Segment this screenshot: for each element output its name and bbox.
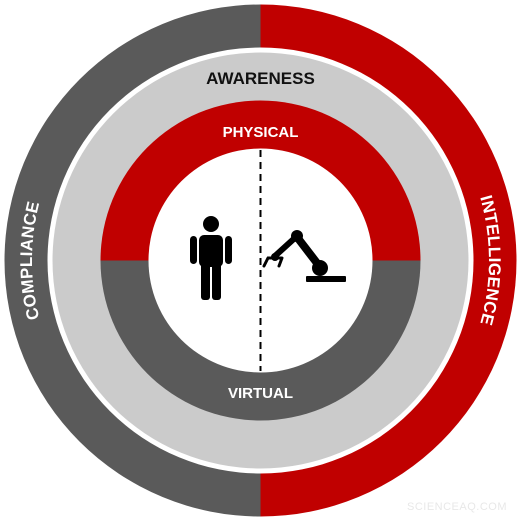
awareness-label: AWARENESS: [206, 69, 315, 88]
robotic-arm-icon: [262, 230, 346, 282]
person-icon: [190, 216, 232, 300]
physical-label: PHYSICAL: [223, 124, 299, 141]
virtual-label: VIRTUAL: [228, 385, 293, 402]
watermark: SCIENCEAQ.COM: [406, 501, 507, 513]
